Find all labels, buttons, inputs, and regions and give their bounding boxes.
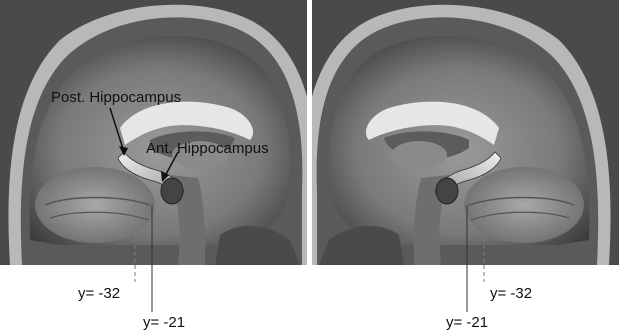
left-y-post-label: y= -32	[78, 286, 120, 301]
right-y-post-label: y= -32	[490, 286, 532, 301]
right-brain-slice	[303, 0, 619, 275]
left-y-ant-label: y= -21	[143, 315, 185, 330]
ant-hippocampus-label: Ant. Hippocampus	[146, 141, 269, 156]
left-brain-slice	[0, 0, 316, 275]
right-y-ant-label: y= -21	[446, 315, 488, 330]
post-hippocampus-label: Post. Hippocampus	[51, 90, 181, 105]
